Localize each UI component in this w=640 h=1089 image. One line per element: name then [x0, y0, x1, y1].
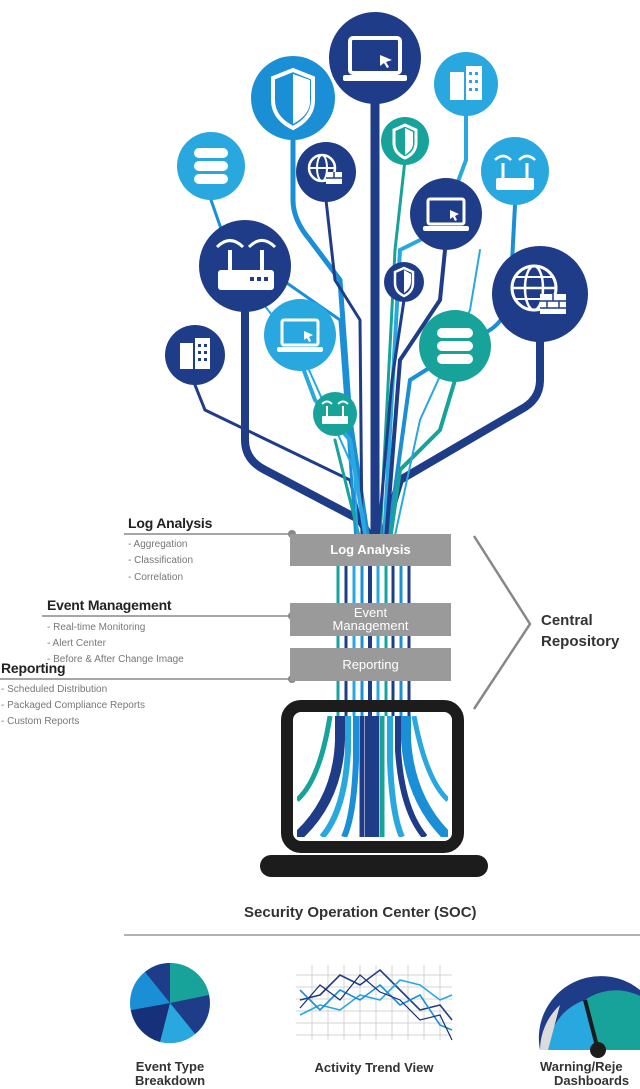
building-icon: [434, 52, 498, 116]
reporting-band: Reporting: [290, 648, 451, 681]
log-analysis-item: - Correlation: [128, 572, 184, 583]
soc-laptop-icon: [260, 700, 488, 877]
line-chart-icon: [296, 965, 453, 1041]
soc-title: Security Operation Center (SOC): [244, 904, 477, 921]
event-management-item: - Alert Center: [47, 638, 106, 649]
event-type-caption: Event Type Breakdown: [110, 1060, 230, 1088]
warning-line1: Warning/Reje: [540, 1059, 623, 1074]
shield-icon: [384, 262, 424, 302]
shield-icon: [251, 56, 335, 140]
laptop-icon: [329, 12, 421, 104]
event-management-item: - Before & After Change Image: [47, 654, 184, 665]
log-analysis-band: Log Analysis: [290, 534, 451, 566]
log-analysis-item: - Aggregation: [128, 539, 188, 550]
building-icon: [165, 325, 225, 385]
warning-caption: Warning/Reje Dashboards: [540, 1060, 629, 1088]
event-management-heading: Event Management: [47, 597, 172, 613]
tree-branches: [193, 85, 544, 722]
globe-firewall-icon: [492, 246, 588, 342]
activity-caption: Activity Trend View: [314, 1060, 434, 1075]
log-analysis-item: - Classification: [128, 555, 194, 566]
reporting-item: - Scheduled Distribution: [1, 684, 108, 695]
repository-line1: Central: [541, 612, 593, 629]
event-management-item: - Real-time Monitoring: [47, 622, 146, 633]
laptop-icon: [410, 178, 482, 250]
event-type-line1: Event Type: [135, 1059, 205, 1074]
router-icon: [199, 220, 291, 312]
database-icon: [419, 310, 491, 382]
gauge-icon: [538, 976, 640, 1058]
leader-lines: [0, 533, 292, 680]
event-band-line1: Event: [353, 605, 388, 620]
event-management-band: Event Management: [290, 603, 451, 636]
router-icon: [481, 137, 549, 205]
reporting-item: - Packaged Compliance Reports: [1, 700, 145, 711]
database-icon: [177, 132, 245, 200]
pie-chart-icon: [130, 963, 210, 1044]
repository-line2: Repository: [541, 633, 620, 650]
repository-bracket: [472, 535, 532, 710]
laptop-icon: [264, 299, 336, 371]
event-band-line2: Management: [332, 618, 409, 633]
log-analysis-heading: Log Analysis: [128, 515, 213, 531]
globe-firewall-icon: [296, 142, 356, 202]
reporting-item: - Custom Reports: [1, 716, 80, 727]
warning-line2: Dashboards: [554, 1073, 630, 1088]
router-icon: [313, 392, 357, 436]
event-type-line2: Breakdown: [134, 1073, 206, 1088]
shield-icon: [381, 117, 429, 165]
reporting-heading: Reporting: [1, 660, 66, 676]
